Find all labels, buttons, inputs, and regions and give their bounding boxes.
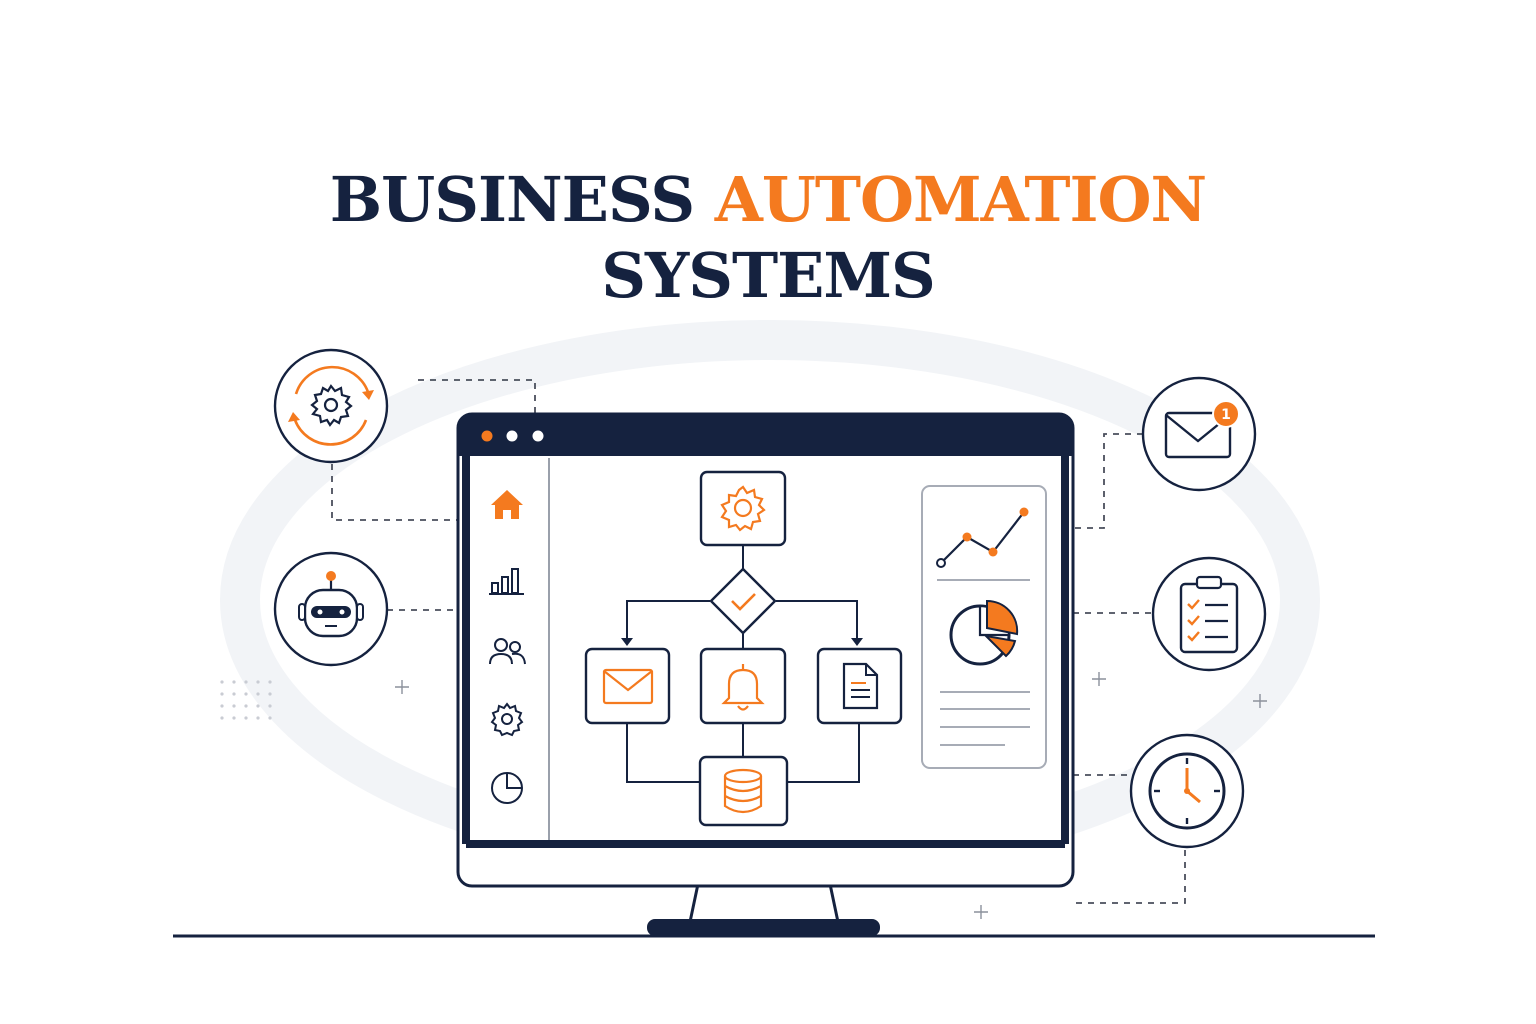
pie-chart-icon[interactable] xyxy=(491,772,523,804)
line-chart-icon xyxy=(936,507,1029,568)
dot-grid xyxy=(220,680,272,720)
settings-icon[interactable] xyxy=(490,702,524,737)
workflow-connectors xyxy=(626,545,860,783)
workflow-document-node[interactable] xyxy=(816,647,903,725)
title-word-automation: AUTOMATION xyxy=(714,163,1207,236)
dashboard-panel xyxy=(921,485,1047,769)
sparkle-decorations xyxy=(395,672,1267,919)
home-icon[interactable] xyxy=(491,490,523,519)
gear-cycle-badge[interactable] xyxy=(273,348,389,464)
title-line-1: BUSINESS AUTOMATION xyxy=(0,162,1536,238)
email-badge[interactable] xyxy=(1141,376,1257,492)
window-dot-white xyxy=(532,430,544,442)
clock-icon xyxy=(1148,752,1226,830)
title-line-2: SYSTEMS xyxy=(601,239,936,312)
gear-cycle-icon xyxy=(310,384,353,427)
workflow-mail-node[interactable] xyxy=(584,647,671,725)
title-word-business: BUSINESS xyxy=(329,163,695,236)
panel-pie-chart-icon xyxy=(949,599,1019,666)
refresh-arrows-icon xyxy=(293,365,370,446)
workflow-decision-node[interactable] xyxy=(709,567,777,635)
users-icon[interactable] xyxy=(489,638,526,665)
arrowheads xyxy=(621,638,863,646)
robot-icon xyxy=(298,571,364,638)
workflow-gear-node[interactable] xyxy=(699,470,787,547)
text-lines xyxy=(940,691,1030,746)
checklist-icon xyxy=(1179,575,1239,654)
bar-chart-icon[interactable] xyxy=(489,568,524,595)
page-title: BUSINESS AUTOMATION SYSTEMS xyxy=(0,162,1536,314)
window-dot-orange xyxy=(481,430,493,442)
notification-count: 1 xyxy=(1221,407,1231,423)
dashed-connectors xyxy=(331,379,1186,904)
workflow-database-node[interactable] xyxy=(698,755,789,827)
sidebar xyxy=(489,490,526,804)
arrow-tips xyxy=(288,390,374,422)
gear-icon xyxy=(720,485,766,532)
workflow-diagram xyxy=(584,470,903,827)
window-dot-white xyxy=(506,430,518,442)
database-icon xyxy=(723,768,763,814)
mail-icon xyxy=(602,668,654,705)
check-icon xyxy=(731,593,756,611)
robot-badge[interactable] xyxy=(273,551,389,667)
clock-badge[interactable] xyxy=(1129,733,1245,849)
workflow-bell-node[interactable] xyxy=(699,647,787,725)
bell-icon xyxy=(721,664,765,711)
document-icon xyxy=(842,662,879,710)
checklist-badge[interactable] xyxy=(1151,556,1267,672)
notification-badge xyxy=(1212,400,1240,428)
